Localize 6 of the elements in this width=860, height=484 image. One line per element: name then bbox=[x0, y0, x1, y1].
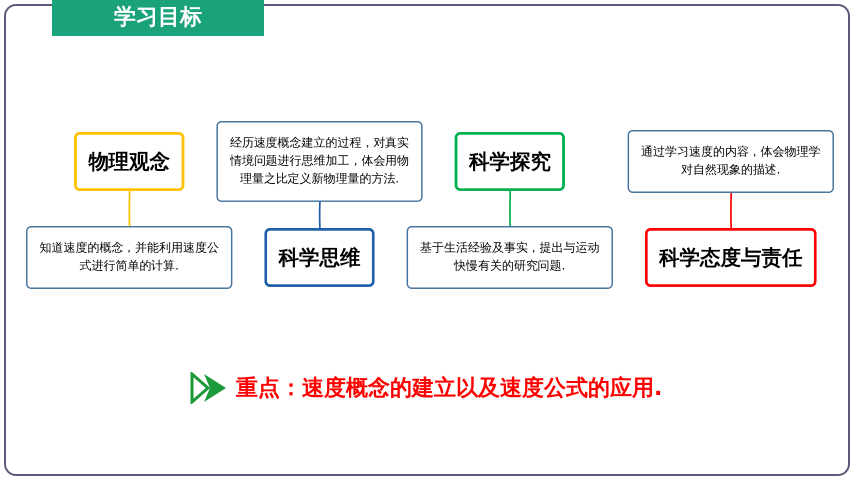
connector bbox=[128, 190, 130, 228]
title-banner: 学习目标 bbox=[52, 0, 264, 36]
key-point-text: 重点：速度概念的建立以及速度公式的应用. bbox=[236, 374, 662, 403]
connector bbox=[318, 202, 321, 230]
connector bbox=[509, 190, 512, 228]
connector bbox=[730, 192, 732, 230]
